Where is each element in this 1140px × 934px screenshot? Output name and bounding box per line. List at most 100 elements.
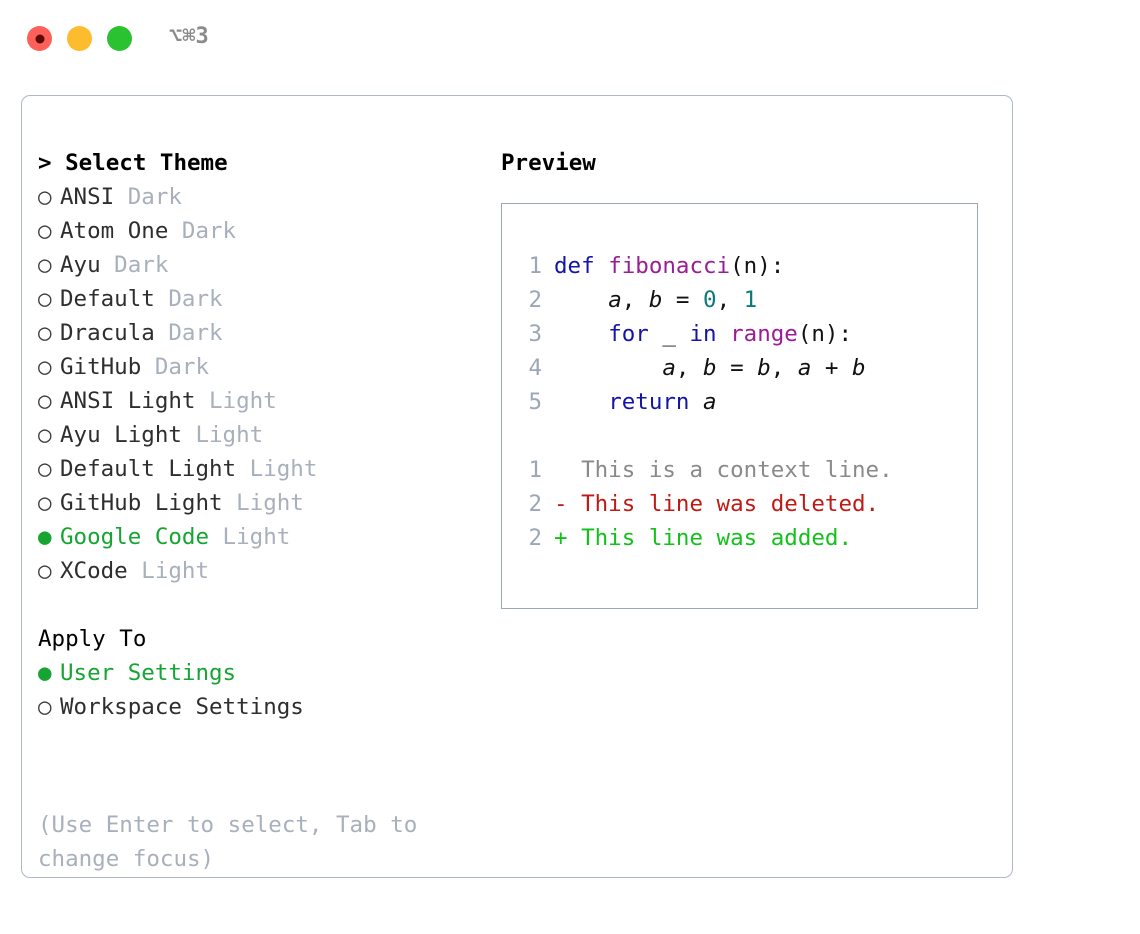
code-token: (n): (797, 321, 853, 347)
radio-unselected-icon: ○ (38, 422, 52, 448)
radio-unselected-icon: ○ (38, 252, 52, 278)
apply-to-option-workspace-settings[interactable]: ○ Workspace Settings (38, 690, 468, 724)
radio-unselected-icon: ○ (38, 286, 52, 312)
code-line: 5 return a (520, 385, 971, 419)
theme-option-label: GitHub Light (60, 490, 223, 516)
code-token: (n): (730, 253, 785, 279)
theme-variant-tag: Dark (168, 218, 237, 244)
select-theme-heading: > Select Theme (38, 150, 228, 176)
theme-option-label: Atom One (60, 218, 169, 244)
theme-variant-tag: Light (236, 456, 318, 482)
code-token: return (608, 389, 690, 415)
app-window: > Select Theme ○ANSI Dark○Atom One Dark○… (21, 95, 1013, 878)
apply-to-option-label: User Settings (60, 660, 237, 686)
apply-to-heading: Apply To (38, 626, 147, 652)
minimize-window-button[interactable] (67, 26, 92, 51)
code-token (554, 287, 608, 313)
radio-unselected-icon: ○ (38, 218, 52, 244)
code-token: a (797, 355, 812, 381)
theme-variant-tag: Light (195, 388, 277, 414)
theme-variant-tag: Light (181, 422, 264, 448)
theme-option-github[interactable]: ○GitHub Dark (38, 350, 468, 384)
theme-option-default[interactable]: ○Default Dark (38, 282, 468, 316)
apply-to-option-user-settings[interactable]: ● User Settings (38, 656, 468, 690)
code-token (689, 389, 703, 415)
code-token (554, 389, 608, 415)
maximize-window-button[interactable] (107, 26, 132, 51)
preview-panel-header: Preview (501, 146, 981, 180)
code-token (717, 321, 731, 347)
diff-marker (554, 457, 568, 483)
radio-selected-icon: ● (38, 524, 52, 550)
code-token: a (703, 389, 717, 415)
code-token: b (703, 355, 717, 381)
code-token: , (716, 287, 744, 313)
code-line-number: 3 (528, 321, 542, 347)
radio-unselected-icon: ○ (38, 388, 52, 414)
diff-line-number: 2 (528, 491, 542, 517)
keyboard-shortcut-label: ⌥⌘3 (169, 24, 209, 49)
theme-selector-panel: > Select Theme ○ANSI Dark○Atom One Dark○… (38, 146, 468, 724)
theme-variant-tag: Dark (154, 320, 223, 346)
theme-variant-tag: Dark (141, 354, 210, 380)
code-token: b (852, 355, 866, 381)
apply-to-option-label: Workspace Settings (60, 694, 304, 720)
diff-text: This line was deleted. (567, 491, 880, 517)
code-token: fibonacci (608, 253, 731, 279)
code-token: 0 (703, 287, 717, 313)
radio-unselected-icon: ○ (38, 456, 52, 482)
diff-line-del: 2- This line was deleted. (520, 487, 971, 521)
code-line: 2 a, b = 0, 1 (520, 283, 971, 317)
recording-indicator-icon (35, 34, 44, 43)
code-line: 3 for _ in range(n): (520, 317, 971, 351)
theme-option-google-code[interactable]: ●Google Code Light (38, 520, 468, 554)
diff-text: This is a context line. (567, 457, 893, 483)
radio-unselected-icon: ○ (38, 694, 52, 720)
diff-line-number: 1 (528, 457, 542, 483)
apply-to-list[interactable]: ● User Settings ○ Workspace Settings (38, 656, 468, 724)
theme-variant-tag: Light (209, 524, 291, 550)
keyboard-hint-text: (Use Enter to select, Tab to change focu… (38, 812, 418, 872)
code-line: 4 a, b = b, a + b (520, 351, 971, 385)
theme-option-ansi[interactable]: ○ANSI Dark (38, 180, 468, 214)
code-line-number: 2 (528, 287, 542, 313)
theme-option-ayu[interactable]: ○ Ayu Dark (38, 248, 468, 282)
theme-option-ansi-light[interactable]: ○ANSI Light Light (38, 384, 468, 418)
theme-option-atom-one[interactable]: ○ Atom One Dark (38, 214, 468, 248)
radio-unselected-icon: ○ (38, 184, 52, 210)
radio-unselected-icon: ○ (38, 354, 52, 380)
code-line-number: 5 (528, 389, 542, 415)
theme-option-github-light[interactable]: ○GitHub Light Light (38, 486, 468, 520)
diff-text: This line was added. (567, 525, 853, 551)
code-token: b (757, 355, 771, 381)
close-window-button[interactable] (27, 26, 52, 51)
diff-marker: + (554, 525, 568, 551)
theme-list[interactable]: ○ANSI Dark○Atom One Dark○Ayu Dark○Defaul… (38, 180, 468, 588)
code-token: a (608, 287, 622, 313)
radio-selected-icon: ● (38, 660, 52, 686)
radio-unselected-icon: ○ (38, 320, 52, 346)
theme-option-label: Ayu (60, 252, 101, 278)
theme-option-xcode[interactable]: ○XCode Light (38, 554, 468, 588)
diff-marker: - (554, 491, 568, 517)
radio-unselected-icon: ○ (38, 558, 52, 584)
theme-option-default-light[interactable]: ○ Default Light Light (38, 452, 468, 486)
code-diff-separator (520, 419, 971, 453)
theme-variant-tag: Light (127, 558, 210, 584)
code-token: for (608, 321, 649, 347)
theme-option-dracula[interactable]: ○Dracula Dark (38, 316, 468, 350)
code-token: _ (648, 321, 690, 347)
radio-unselected-icon: ○ (38, 490, 52, 516)
code-token: , (770, 355, 798, 381)
theme-option-label: Default Light (60, 456, 237, 482)
code-line-number: 4 (528, 355, 542, 381)
code-token: in (689, 321, 717, 347)
theme-option-ayu-light[interactable]: ○Ayu Light Light (38, 418, 468, 452)
theme-variant-tag: Dark (100, 252, 169, 278)
preview-heading: Preview (501, 150, 596, 176)
code-token: def (554, 253, 609, 279)
window-titlebar: ⌥⌘3 (0, 0, 1140, 78)
